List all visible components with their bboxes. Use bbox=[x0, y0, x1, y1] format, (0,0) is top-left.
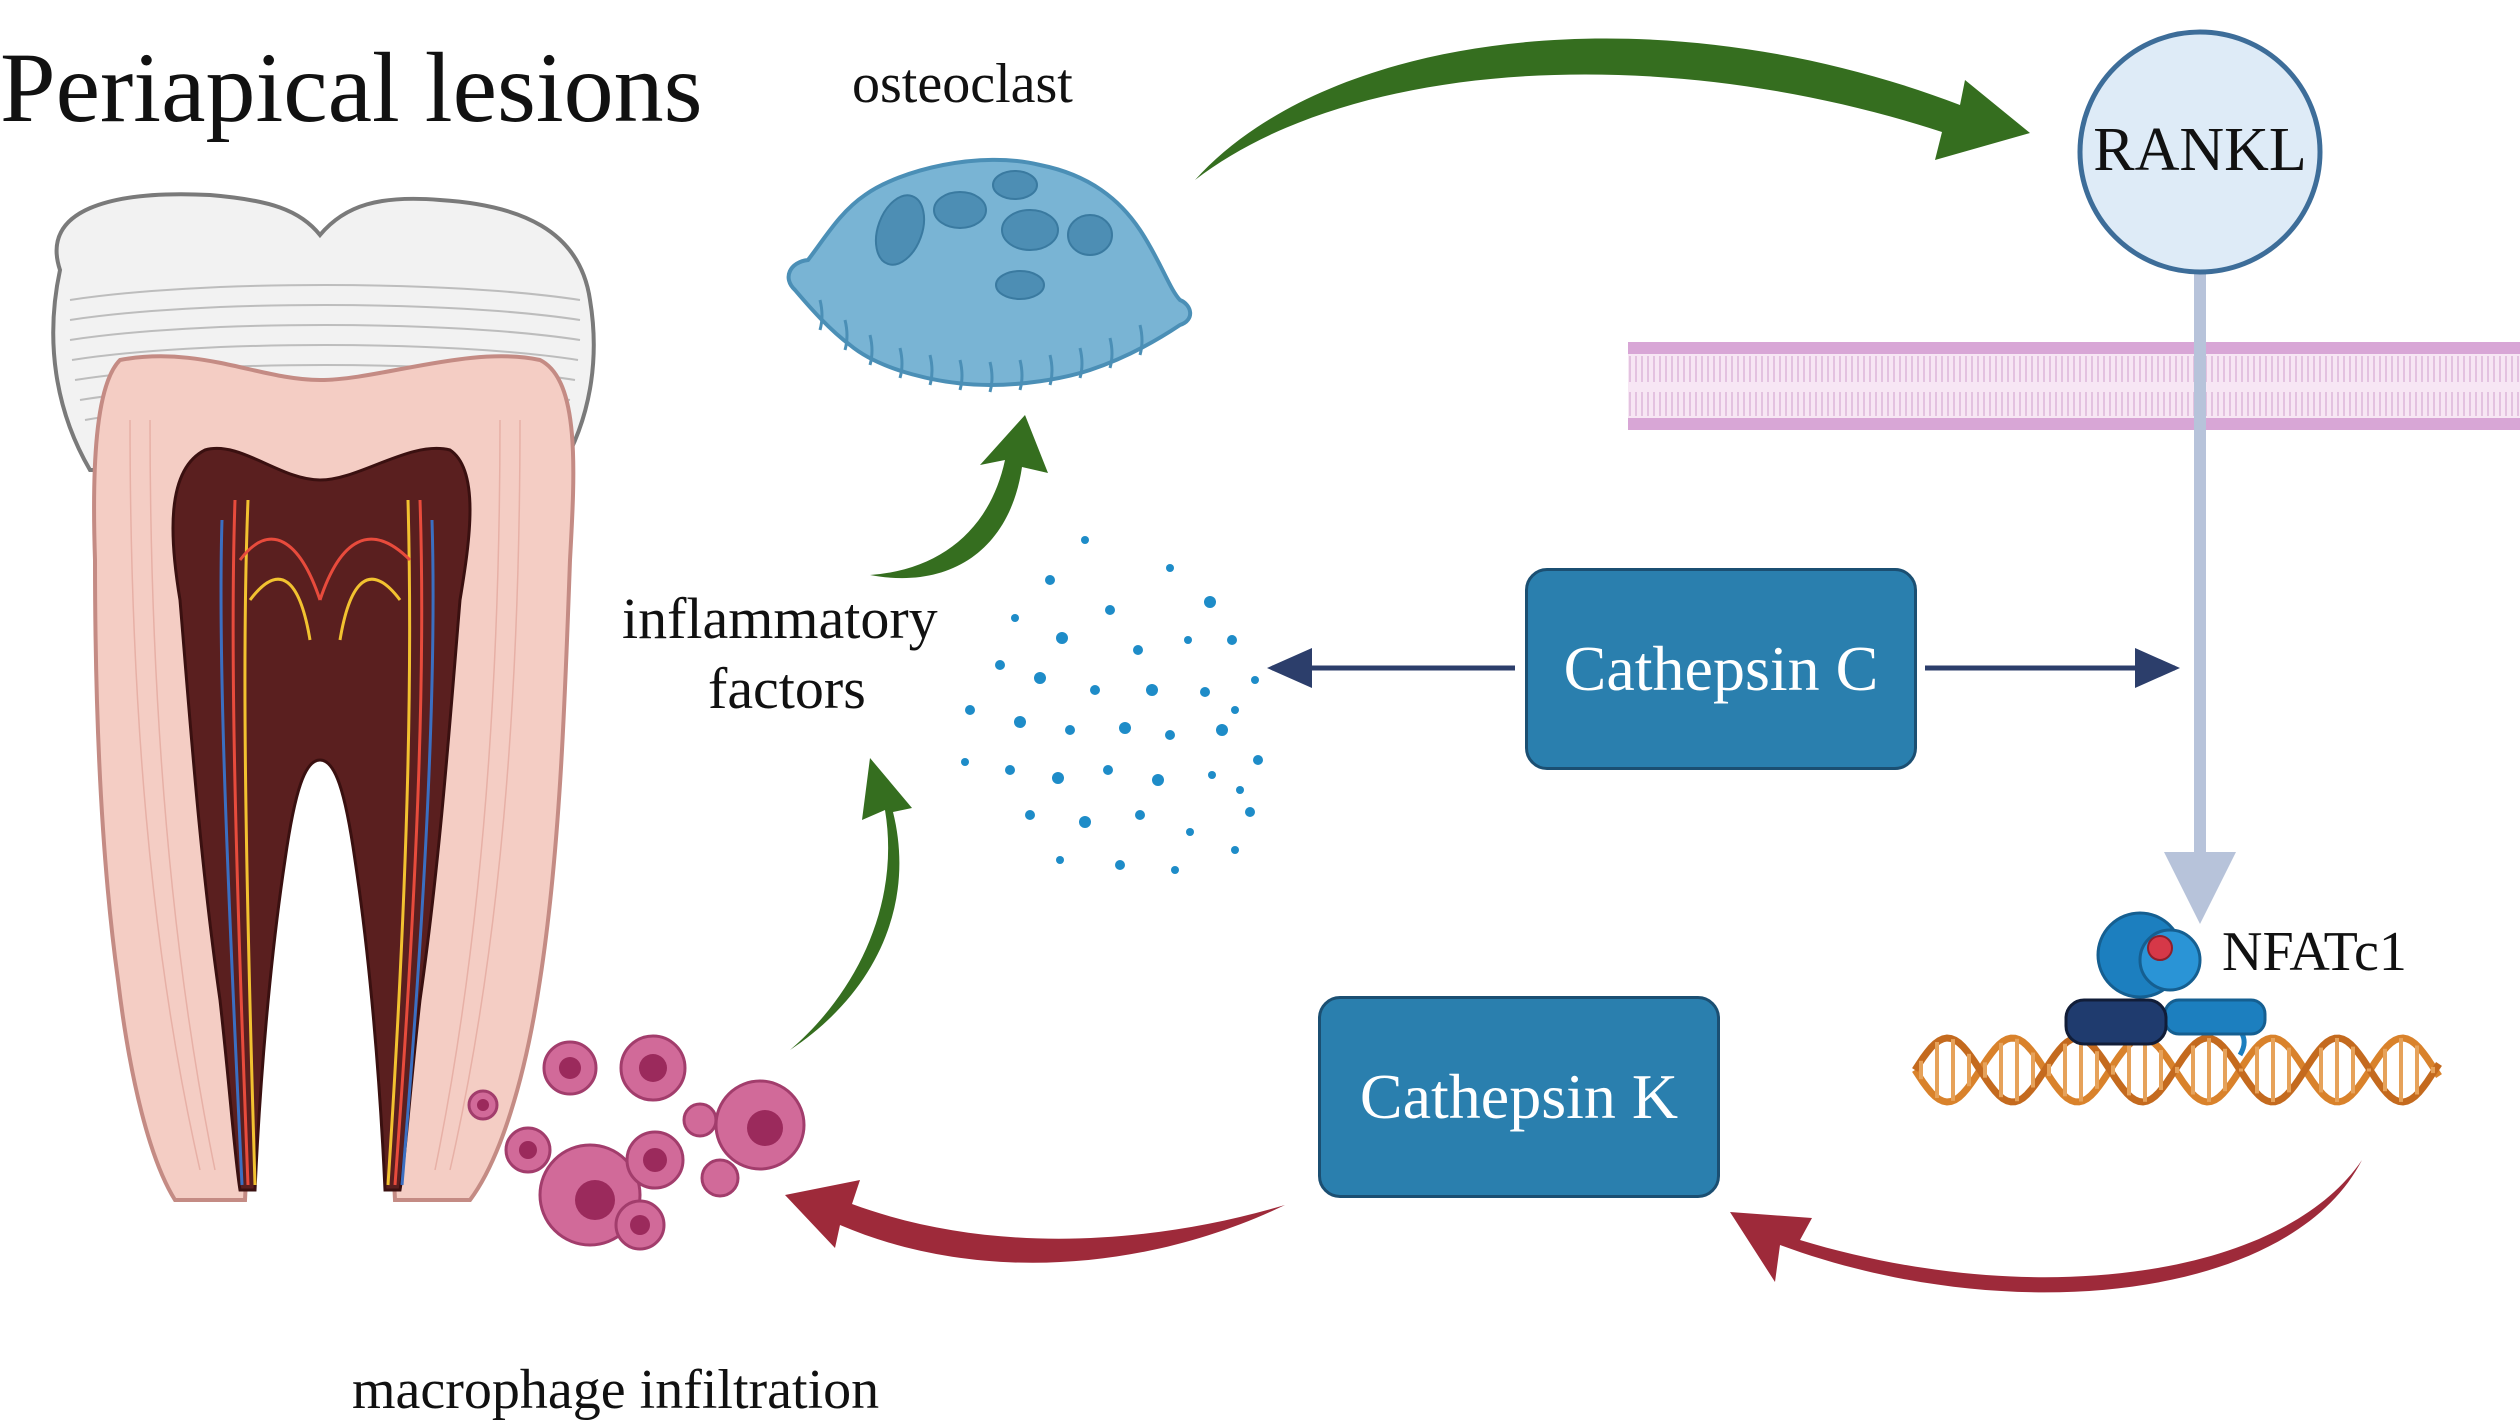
factors-label: factors bbox=[708, 656, 866, 721]
osteoclast-icon bbox=[786, 157, 1193, 393]
cathepsin-c-box: Cathepsin C bbox=[1525, 568, 1917, 770]
cytokine-dots-icon bbox=[961, 536, 1263, 874]
macrophage-label: macrophage infiltration bbox=[352, 1359, 880, 1421]
cathepsin-k-label: Cathepsin K bbox=[1359, 1061, 1679, 1132]
rankl-label: RANKL bbox=[2093, 116, 2307, 184]
page-title: Periapical lesions bbox=[0, 32, 703, 143]
red-arrows bbox=[785, 1160, 2362, 1293]
dna-icon bbox=[1912, 1034, 2442, 1106]
cell-membrane-icon bbox=[1628, 342, 2520, 430]
transcription-factor-icon bbox=[2064, 911, 2267, 1057]
nfatc1-label: NFATc1 bbox=[2222, 921, 2407, 983]
macrophage-cluster-icon bbox=[467, 1034, 806, 1251]
cathepsin-c-label: Cathepsin C bbox=[1563, 633, 1879, 704]
tooth-icon bbox=[51, 192, 596, 1202]
osteoclast-label: osteoclast bbox=[852, 53, 1073, 115]
inflammatory-label: inflammatory bbox=[622, 586, 938, 651]
cathepsin-k-box: Cathepsin K bbox=[1318, 996, 1720, 1198]
rankl-circle bbox=[2077, 29, 2323, 275]
green-arrows bbox=[790, 38, 2030, 1050]
